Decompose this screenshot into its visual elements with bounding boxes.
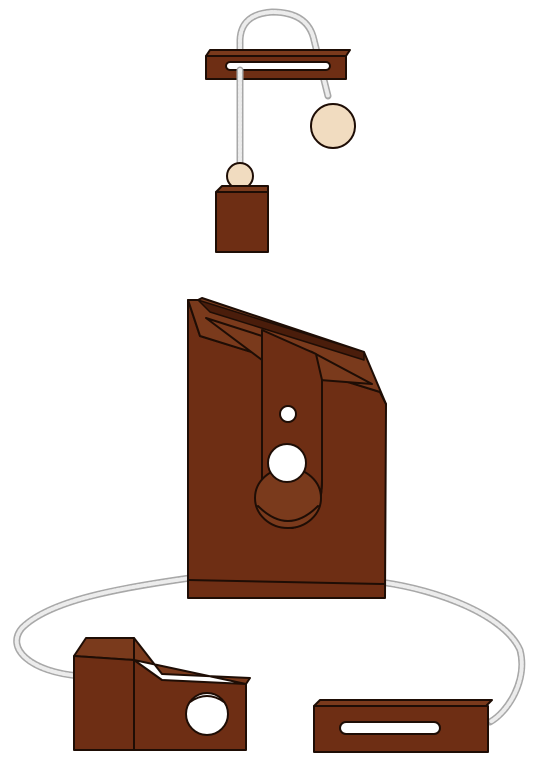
main-body — [188, 298, 386, 598]
large-ball — [311, 104, 355, 148]
slotted-bar-top — [206, 50, 350, 79]
slotted-bar-bottom — [314, 700, 492, 752]
holed-piece — [74, 638, 250, 750]
small-block — [216, 186, 268, 252]
